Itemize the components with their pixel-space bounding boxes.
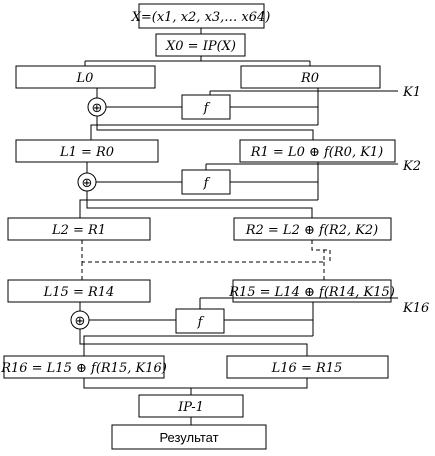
l0-label: L0 xyxy=(76,71,94,86)
r0-label: R0 xyxy=(300,71,319,86)
xor-symbol-16: ⊕ xyxy=(75,314,86,329)
k16-label: K16 xyxy=(402,301,429,316)
xor-node-round-1 xyxy=(87,97,107,117)
r15-label: R15 = L14 ⊕ f(R14, K15) xyxy=(228,285,395,300)
k1-label: K1 xyxy=(402,85,421,100)
l2-box xyxy=(7,217,151,241)
k2-label: K2 xyxy=(402,159,421,174)
r1-label: R1 = L0 ⊕ f(R0, K1) xyxy=(250,145,384,160)
input-label: X=(x1, x2, x3,… x64) xyxy=(131,10,271,25)
ip-label: X0 = IP(X) xyxy=(165,39,236,54)
input-box xyxy=(138,3,265,29)
l2-label: L2 = R1 xyxy=(51,223,106,238)
l15-box xyxy=(7,279,151,303)
xor-symbol-1: ⊕ xyxy=(92,101,103,116)
result-box xyxy=(111,424,267,450)
r2-label: R2 = L2 ⊕ f(R2, K2) xyxy=(245,223,379,238)
ip-inv-label: IP-1 xyxy=(177,400,204,415)
r16-label: R16 = L15 ⊕ f(R15, K16) xyxy=(0,361,167,376)
result-label: Результат xyxy=(159,430,218,445)
connector-lines xyxy=(79,28,398,425)
xor-symbol-2: ⊕ xyxy=(82,176,93,191)
f16-label: f xyxy=(197,315,205,330)
l15-label: L15 = R14 xyxy=(43,285,115,300)
r15-box xyxy=(232,279,392,303)
f1-label: f xyxy=(203,101,211,116)
f2-box xyxy=(181,169,231,195)
xor-node-round-16 xyxy=(70,310,90,330)
f16-box xyxy=(175,308,225,334)
f2-label: f xyxy=(203,176,211,191)
l16-label: L16 = R15 xyxy=(271,361,343,376)
l1-label: L1 = R0 xyxy=(59,145,114,160)
xor-node-round-2 xyxy=(77,172,97,192)
